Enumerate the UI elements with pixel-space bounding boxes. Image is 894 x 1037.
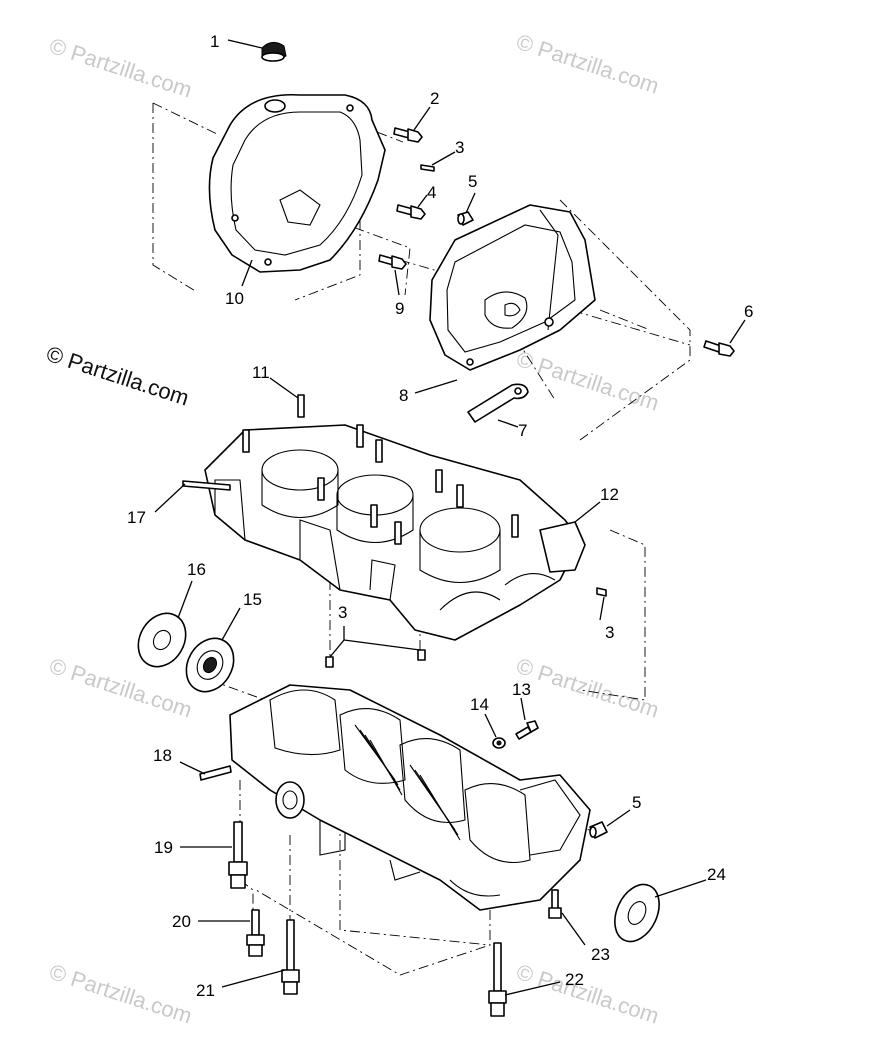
seal-24-part bbox=[614, 883, 660, 943]
callout-labels: 1 2 3 4 5 6 7 8 9 10 11 12 3 3 13 14 15 … bbox=[127, 32, 753, 1000]
bolt-21-part bbox=[281, 919, 300, 995]
callout-17: 17 bbox=[127, 508, 146, 527]
callout-14: 14 bbox=[470, 695, 489, 714]
watermark-text: © Partzilla.com bbox=[513, 959, 662, 1029]
watermark-main-text: © Partzilla.com bbox=[43, 341, 192, 411]
callout-20: 20 bbox=[172, 912, 191, 931]
callout-11: 11 bbox=[252, 363, 270, 382]
callout-4: 4 bbox=[427, 183, 436, 202]
callout-3: 3 bbox=[338, 603, 347, 622]
callout-8: 8 bbox=[399, 386, 408, 405]
callout-6: 6 bbox=[744, 302, 753, 321]
watermark-text: © Partzilla.com bbox=[46, 959, 195, 1029]
callout-7: 7 bbox=[518, 421, 527, 440]
callout-2: 2 bbox=[430, 89, 439, 108]
washer-14-part bbox=[492, 737, 506, 749]
studs-11-part bbox=[242, 394, 519, 545]
watermark-text: © Partzilla.com bbox=[513, 653, 662, 723]
bolt-20-part bbox=[246, 909, 265, 957]
seal-15-part bbox=[185, 637, 235, 693]
callout-22: 22 bbox=[565, 970, 584, 989]
leader-lines bbox=[154, 39, 746, 996]
callout-24: 24 bbox=[707, 865, 726, 884]
stud-23-part bbox=[548, 889, 562, 919]
callout-19: 19 bbox=[154, 838, 173, 857]
dowel-3b-part bbox=[596, 587, 607, 597]
bolt-6-part bbox=[703, 340, 735, 357]
oil-cap-part bbox=[261, 42, 287, 62]
watermark-text: © Partzilla.com bbox=[46, 33, 195, 103]
watermark-text: © Partzilla.com bbox=[513, 346, 662, 416]
dowel-3a-part bbox=[420, 164, 435, 172]
bracket-7-part bbox=[467, 383, 529, 423]
callout-5: 5 bbox=[468, 172, 477, 191]
callout-5: 5 bbox=[632, 793, 641, 812]
callout-21: 21 bbox=[196, 981, 215, 1000]
bolt-4-part bbox=[396, 204, 426, 220]
bushing-5b-part bbox=[589, 821, 608, 839]
watermark-text: © Partzilla.com bbox=[513, 29, 662, 99]
callout-9: 9 bbox=[395, 299, 404, 318]
bolt-13-part bbox=[515, 720, 539, 740]
seal-16-part bbox=[137, 612, 187, 668]
callout-15: 15 bbox=[243, 590, 262, 609]
callout-3: 3 bbox=[455, 138, 464, 157]
callout-23: 23 bbox=[591, 945, 610, 964]
callout-1: 1 bbox=[210, 32, 219, 51]
bolt-2-part bbox=[393, 127, 423, 143]
lower-crankcase-part bbox=[229, 684, 591, 911]
callout-16: 16 bbox=[187, 560, 206, 579]
bolt-22-part bbox=[488, 942, 507, 1017]
stator-housing-part bbox=[429, 204, 596, 371]
callout-10: 10 bbox=[225, 289, 244, 308]
callout-18: 18 bbox=[153, 746, 172, 765]
bolt-19-part bbox=[228, 821, 248, 889]
dowel-3c-part bbox=[325, 649, 426, 668]
watermark-text: © Partzilla.com bbox=[46, 653, 195, 723]
recoil-housing-part bbox=[208, 93, 386, 273]
bushing-5a-part bbox=[457, 211, 474, 226]
callout-12: 12 bbox=[600, 485, 619, 504]
bolt-9-part bbox=[378, 254, 407, 270]
callout-3: 3 bbox=[605, 623, 614, 642]
upper-crankcase-part bbox=[204, 424, 586, 641]
stud-18-part bbox=[199, 765, 232, 781]
stud-17-part bbox=[182, 480, 231, 491]
callout-13: 13 bbox=[512, 680, 531, 699]
